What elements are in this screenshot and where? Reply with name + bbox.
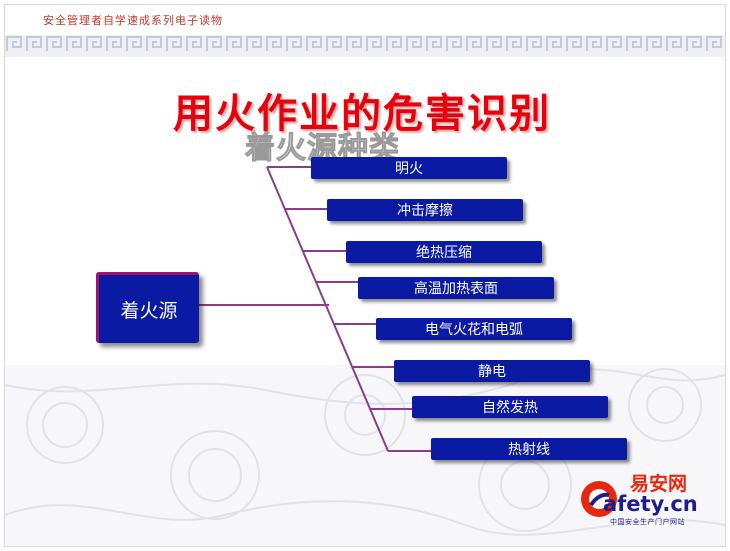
branch-node-adiabatic-compression: 绝热压缩	[346, 241, 542, 263]
series-header-text: 安全管理者自学速成系列电子读物	[43, 14, 223, 27]
connector-lines	[193, 166, 433, 452]
branch-node-heat-radiation: 热射线	[431, 438, 627, 460]
root-node-ignition-source: 着火源	[96, 272, 199, 343]
branch-node-impact-friction: 冲击摩擦	[327, 199, 523, 221]
greek-key-border	[5, 35, 725, 57]
slide: 安全管理者自学速成系列电子读物 用火作业的危害识别 着火源种类	[4, 4, 726, 547]
logo-english-text: afety.cn	[603, 492, 698, 516]
logo-subtitle-text: 中国安全生产门户网站	[610, 518, 685, 526]
slide-title: 用火作业的危害识别	[173, 91, 551, 137]
branch-node-hot-surface: 高温加热表面	[358, 277, 554, 299]
branch-node-static-electricity: 静电	[394, 360, 590, 382]
branch-node-electric-spark-arc: 电气火花和电弧	[376, 318, 572, 340]
branch-node-spontaneous-heating: 自然发热	[412, 396, 608, 418]
safety-cn-logo	[581, 481, 617, 517]
branch-node-open-flame: 明火	[311, 157, 507, 179]
logo-chinese-text: 易安网	[630, 473, 688, 495]
